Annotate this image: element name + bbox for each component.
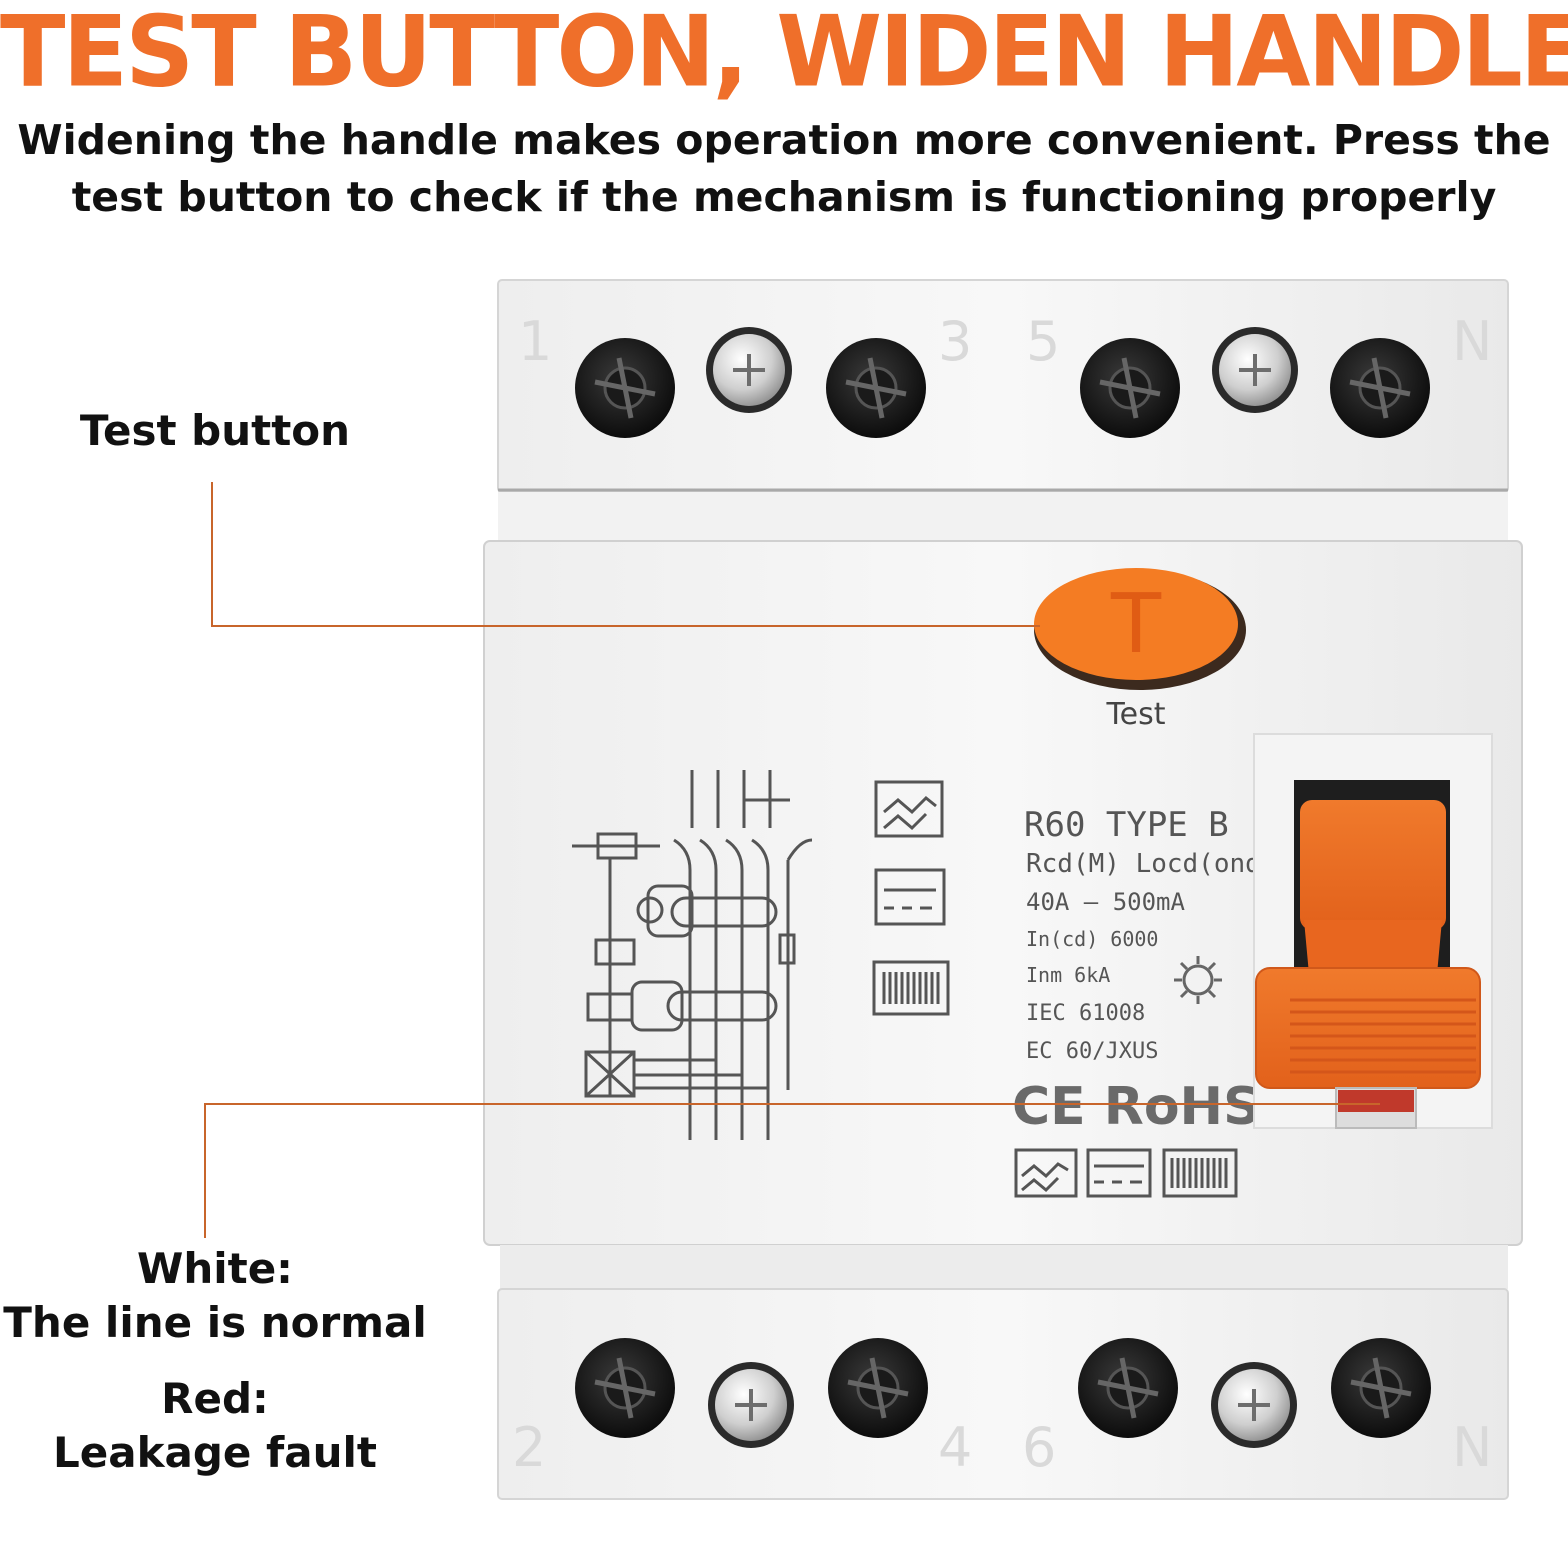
spec-line: 40A – 500mA	[1026, 888, 1185, 916]
subheadline-line-2: test button to check if the mechanism is…	[71, 173, 1497, 221]
screw-terminal-icon	[1078, 1338, 1178, 1438]
operating-handle[interactable]	[1253, 733, 1493, 1129]
white-status-desc: The line is normal	[3, 1298, 427, 1347]
screw-terminal-icon	[828, 1338, 928, 1438]
subheadline: Widening the handle makes operation more…	[0, 112, 1568, 226]
terminal-label: 3	[938, 310, 972, 373]
subheadline-line-1: Widening the handle makes operation more…	[17, 116, 1551, 164]
top-screws	[575, 327, 1430, 438]
indicator-leader-line	[204, 1103, 1380, 1238]
screw-terminal-icon	[575, 1338, 675, 1438]
spec-text: R60 TYPE B Rcd(M) Locd(ond 40A – 500mA I…	[1012, 805, 1261, 1137]
screw-terminal-icon	[826, 338, 926, 438]
red-status-title: Red:	[161, 1374, 269, 1423]
red-status-callout: Red: Leakage fault	[0, 1372, 430, 1480]
symbol-boxes	[872, 780, 1238, 1198]
test-button-leader-line	[211, 482, 1040, 627]
spec-line: EC 60/JXUS	[1026, 1039, 1158, 1064]
gear-icon	[1174, 956, 1222, 1004]
handle-grip-ridges	[1290, 998, 1476, 1074]
test-label: Test	[1105, 697, 1165, 732]
bottom-terminal-labels: 2 4 6 N	[512, 1416, 1492, 1479]
screw-terminal-icon	[1330, 338, 1430, 438]
wiring-diagram	[572, 770, 813, 1140]
white-status-title: White:	[137, 1244, 293, 1293]
certification-marks: CE RoHS	[1012, 1077, 1261, 1137]
terminal-label: 6	[1022, 1416, 1056, 1479]
terminal-label: N	[1452, 1416, 1492, 1479]
silver-screw-icon	[1212, 327, 1298, 413]
spec-line: Rcd(M) Locd(ond	[1026, 849, 1261, 879]
model-label: R60 TYPE B	[1024, 805, 1229, 845]
screw-terminal-icon	[1331, 1338, 1431, 1438]
test-button-callout: Test button	[79, 406, 351, 455]
silver-screw-icon	[1211, 1362, 1297, 1448]
test-button[interactable]: T	[1034, 568, 1246, 690]
spec-line: Inm 6kA	[1026, 963, 1110, 987]
terminal-label: 4	[938, 1416, 972, 1479]
top-terminal-labels: 1 3 5 N	[518, 310, 1492, 373]
status-indicator-window	[1335, 1087, 1417, 1129]
silver-screw-icon	[708, 1362, 794, 1448]
red-status-desc: Leakage fault	[52, 1428, 378, 1477]
terminal-label: N	[1452, 310, 1492, 373]
headline: TEST BUTTON, WIDEN HANDLE	[0, 0, 1568, 110]
spec-line: IEC 61008	[1026, 1001, 1145, 1026]
spec-line: In(cd) 6000	[1026, 927, 1158, 951]
screw-terminal-icon	[1080, 338, 1180, 438]
screw-terminal-icon	[575, 338, 675, 438]
silver-screw-icon	[706, 327, 792, 413]
terminal-label: 5	[1026, 310, 1060, 373]
terminal-label: 2	[512, 1416, 546, 1479]
white-status-callout: White: The line is normal	[0, 1242, 430, 1350]
bottom-screws	[575, 1338, 1431, 1448]
terminal-label: 1	[518, 310, 552, 373]
test-button-letter: T	[1110, 577, 1162, 672]
